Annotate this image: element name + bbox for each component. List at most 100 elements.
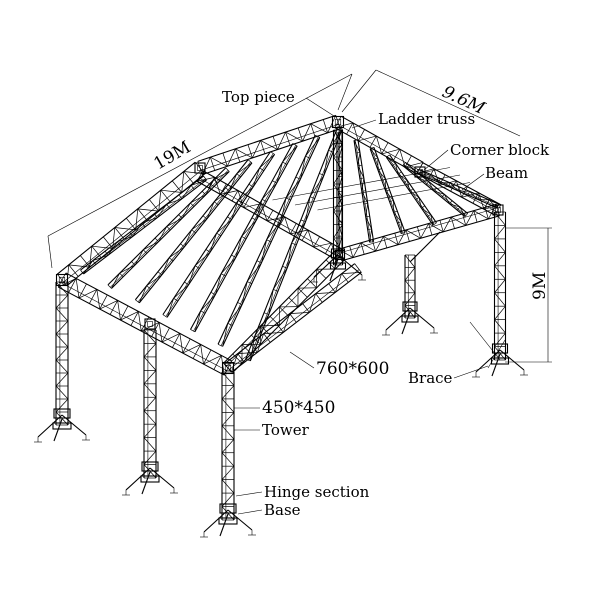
truss-lacing xyxy=(93,255,108,260)
truss-lacing xyxy=(264,332,284,333)
truss-lacing xyxy=(182,172,184,193)
truss-rung xyxy=(329,284,336,293)
truss-lacing xyxy=(180,333,183,353)
truss-lacing xyxy=(195,311,201,332)
truss-lacing xyxy=(324,150,329,175)
outrigger-leg xyxy=(492,354,500,376)
truss-lacing xyxy=(242,282,247,305)
truss-rung xyxy=(301,220,306,222)
truss-lacing xyxy=(495,225,506,238)
tower-front-left xyxy=(56,282,68,425)
truss-lacing xyxy=(115,228,136,230)
truss-lacing xyxy=(421,208,430,214)
truss-lacing xyxy=(144,411,156,424)
tower-base xyxy=(382,302,438,335)
dimension-height-label: 9M xyxy=(530,272,550,300)
tower-back-right xyxy=(495,212,506,360)
truss-lacing xyxy=(56,295,68,308)
truss-lacing xyxy=(300,156,305,179)
roof-ladder-truss-left xyxy=(135,160,252,303)
label-tower-size: 450*450 xyxy=(262,398,335,418)
truss-rung xyxy=(138,209,147,221)
tower-base xyxy=(122,462,178,495)
truss-lacing xyxy=(261,240,266,263)
truss-lacing xyxy=(144,424,156,437)
truss-rung xyxy=(390,200,394,201)
truss-rung xyxy=(360,178,364,179)
label-brace: Brace xyxy=(408,369,453,387)
truss-lacing xyxy=(161,190,182,192)
truss-chord xyxy=(358,140,374,242)
truss-lacing xyxy=(222,412,234,425)
base-plate xyxy=(402,316,418,322)
truss-lacing xyxy=(316,292,336,293)
truss-rung xyxy=(292,243,297,245)
truss-lacing xyxy=(236,236,242,257)
purlin xyxy=(295,175,460,205)
brace xyxy=(470,322,500,360)
truss-lacing xyxy=(144,397,156,410)
leader-beam xyxy=(462,174,484,190)
truss-lacing xyxy=(222,399,234,412)
truss-lacing xyxy=(210,233,217,252)
truss-lacing xyxy=(222,480,234,493)
leader-hinge-section xyxy=(236,492,262,496)
outrigger-leg xyxy=(402,312,410,334)
leader-top-piece xyxy=(306,98,334,116)
truss-rung xyxy=(397,222,401,223)
truss-lacing xyxy=(223,323,228,346)
beam-right-front xyxy=(223,250,344,372)
tower-base xyxy=(200,504,256,537)
truss-rung xyxy=(92,246,101,258)
truss-lacing xyxy=(144,370,156,383)
truss-lacing xyxy=(189,266,196,285)
leader-truss-size xyxy=(290,352,314,368)
label-base: Base xyxy=(264,501,301,519)
truss-lacing xyxy=(144,343,156,356)
truss-lacing xyxy=(159,190,161,211)
tower-front-right xyxy=(222,372,234,520)
truss-lacing xyxy=(222,453,234,466)
truss-chord xyxy=(111,171,229,288)
truss-lacing xyxy=(269,289,274,314)
outrigger-leg xyxy=(38,415,62,437)
label-truss-size: 760*600 xyxy=(316,359,389,379)
truss-lacing xyxy=(56,399,68,412)
truss-rung xyxy=(161,190,170,202)
truss-rung xyxy=(238,354,245,363)
truss-lacing xyxy=(277,162,283,183)
truss-lacing xyxy=(222,439,234,452)
leader-corner-block xyxy=(424,150,448,170)
label-top-piece: Top piece xyxy=(222,88,295,106)
leader-brace xyxy=(454,366,488,378)
truss-lacing xyxy=(118,300,121,320)
truss-lacing xyxy=(495,279,506,292)
truss-lacing xyxy=(495,239,506,252)
truss-lacing xyxy=(56,334,68,347)
truss-lacing xyxy=(159,322,162,342)
label-corner-block: Corner block xyxy=(450,141,550,159)
outrigger-leg xyxy=(54,419,62,441)
leader-base xyxy=(238,510,262,514)
tower-base xyxy=(34,409,90,442)
roof-ladder-truss-left xyxy=(190,143,297,331)
truss-rung xyxy=(342,274,349,283)
truss-lacing xyxy=(306,197,311,222)
truss-lacing xyxy=(144,384,156,397)
truss-lacing xyxy=(405,280,415,293)
truss-chord xyxy=(198,115,336,161)
truss-rung xyxy=(319,173,324,175)
truss-rung xyxy=(316,294,323,303)
truss-rung xyxy=(378,169,382,170)
truss-lacing xyxy=(215,274,221,295)
truss-chord xyxy=(202,129,340,175)
truss-lacing xyxy=(495,252,506,265)
truss-lacing xyxy=(56,373,68,386)
truss-lacing xyxy=(138,311,141,331)
outrigger-leg xyxy=(126,468,150,490)
truss-lacing xyxy=(167,199,182,204)
truss-lacing xyxy=(144,357,156,370)
truss-lacing xyxy=(405,268,415,281)
label-hinge-section: Hinge section xyxy=(264,483,370,501)
